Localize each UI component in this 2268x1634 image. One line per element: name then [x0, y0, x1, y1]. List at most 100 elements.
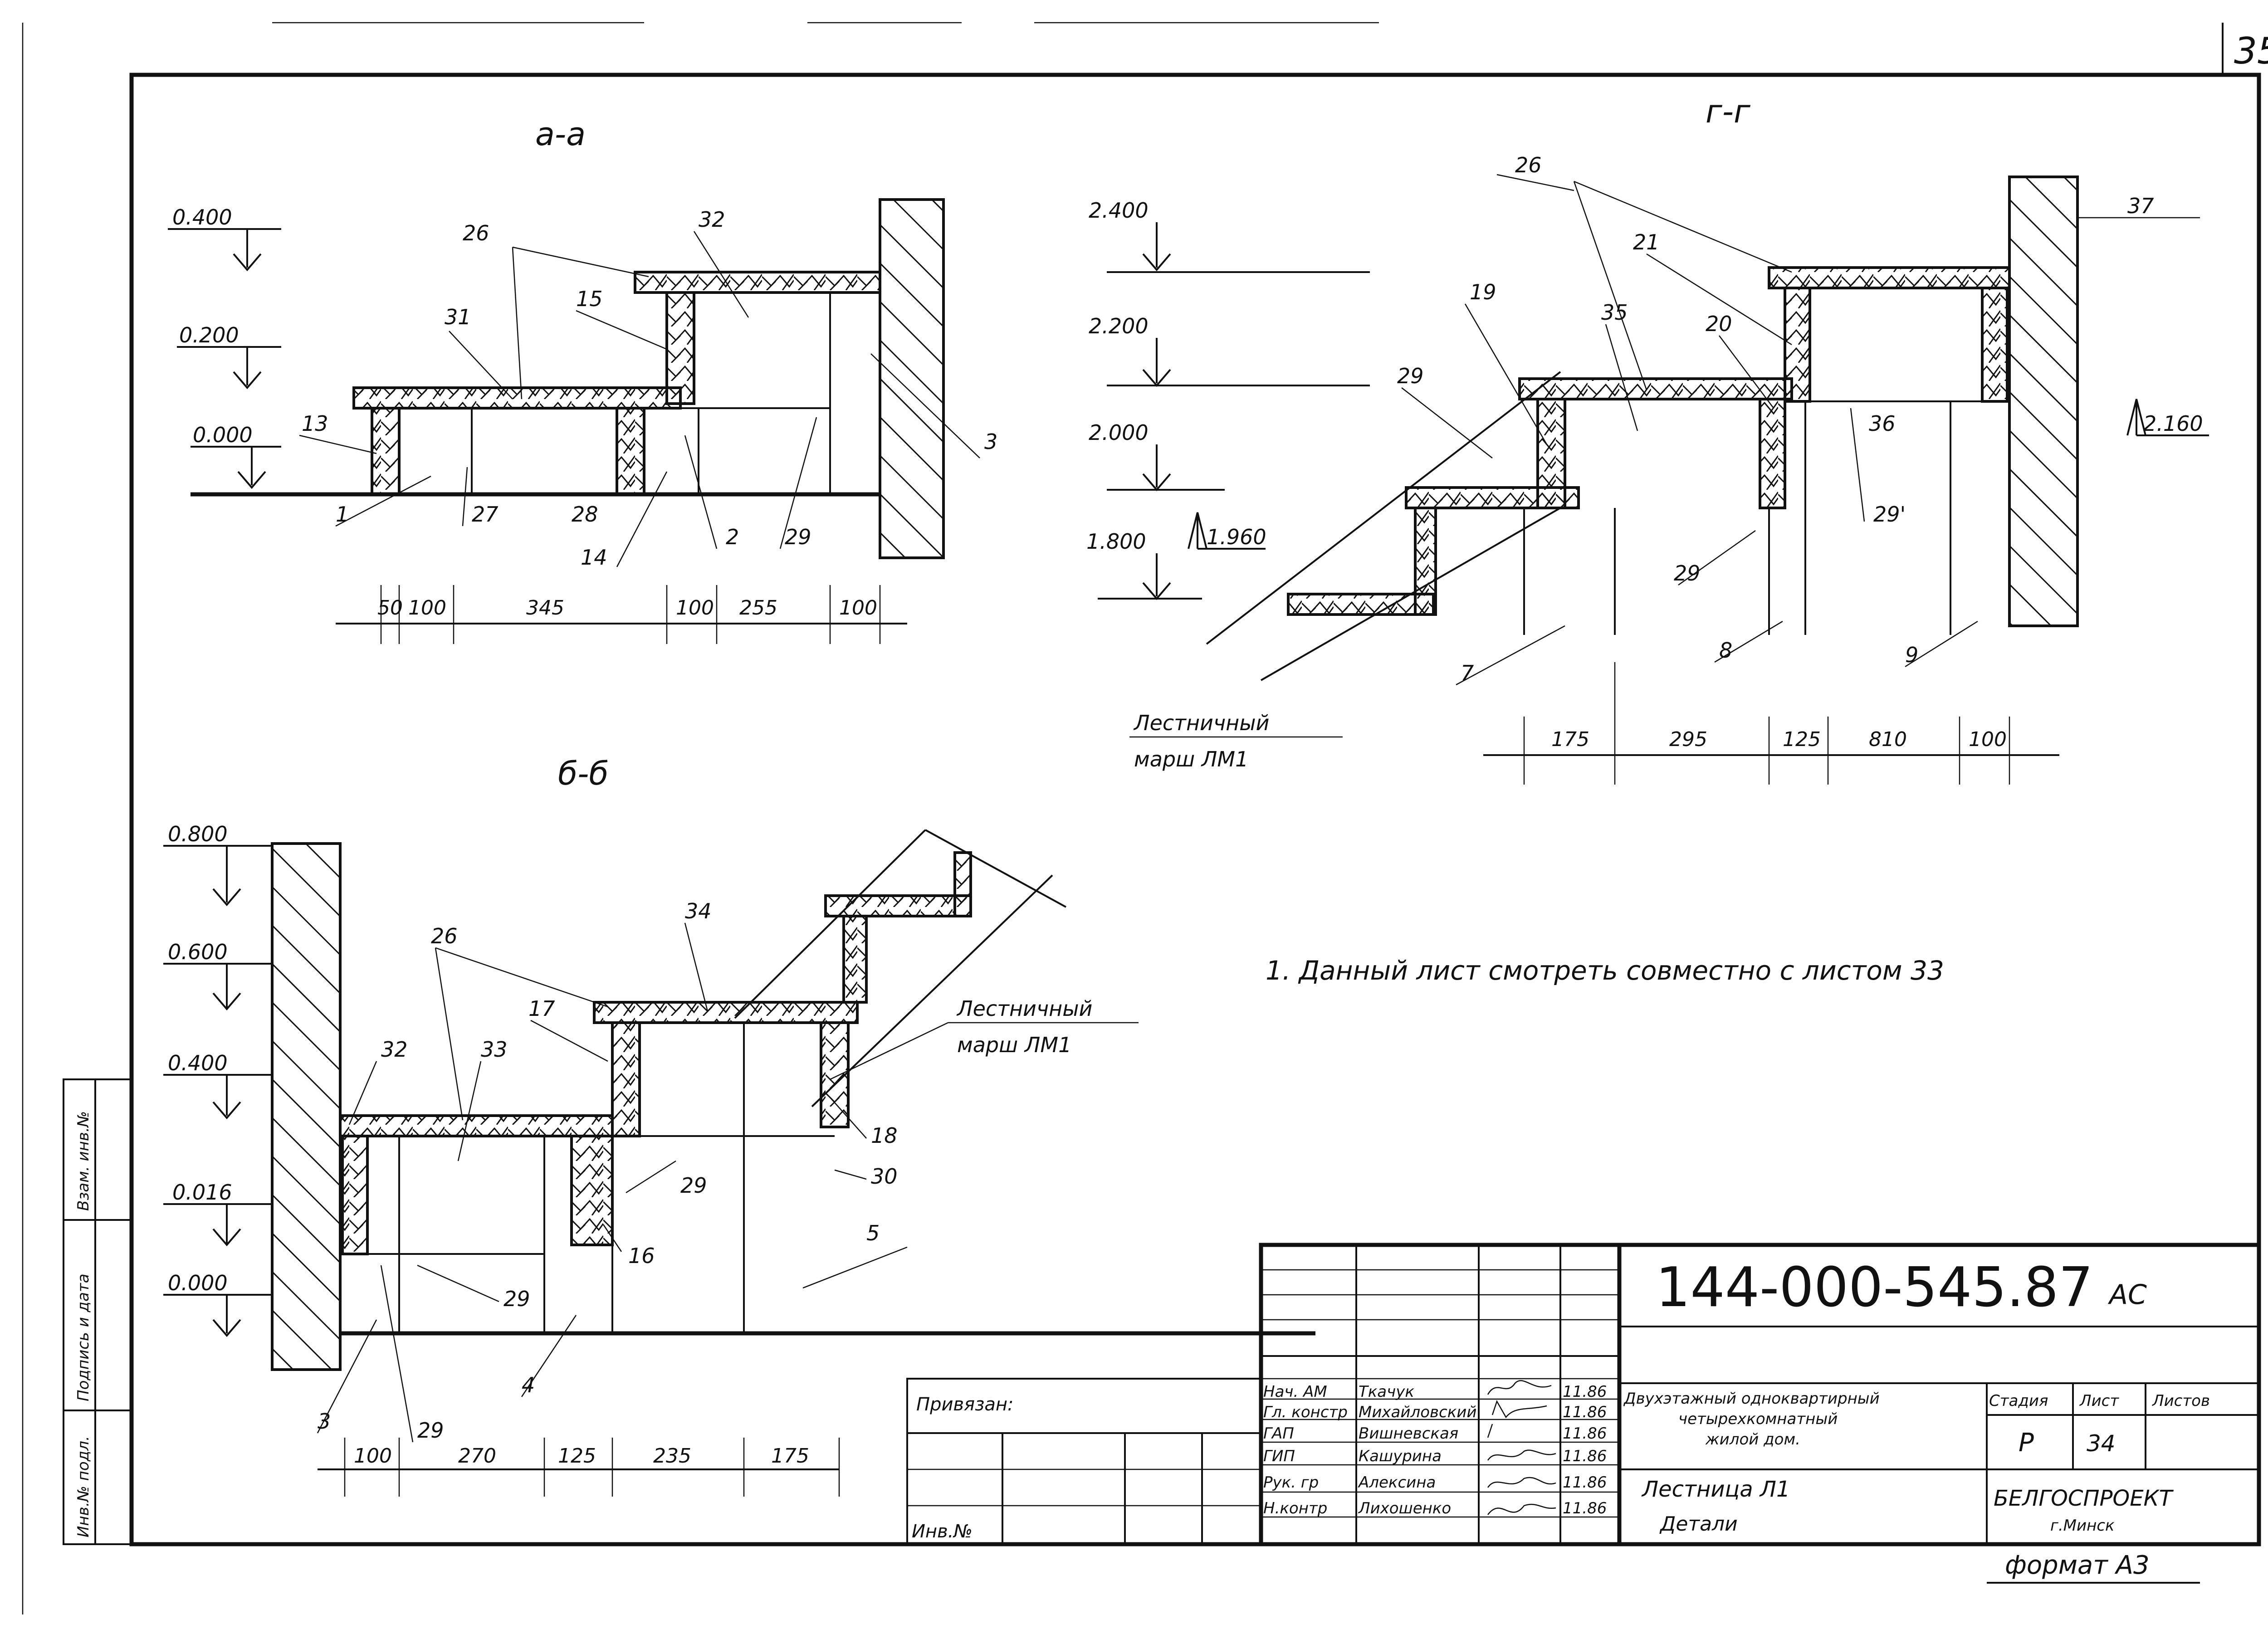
gg-callout-8: 8: [1719, 638, 1732, 663]
tb-project-1: Двухэтажный одноквартирный: [1623, 1390, 1880, 1408]
side-stamp: Инв.№ подл. Подпись и дата Взам. инв.№: [63, 1078, 132, 1545]
gg-top-tread: [1768, 266, 2011, 289]
aa-level-2: 0.200: [179, 323, 239, 347]
bb-callout-34: 34: [685, 899, 712, 923]
tb-signatures: [1487, 1380, 1556, 1515]
aa-dim-4: 100: [676, 596, 714, 619]
tb-name-2: Михайловский: [1359, 1403, 1476, 1421]
tb-date-3: 11.86: [1563, 1424, 1607, 1443]
gg-level-mark-1: 1.960: [1207, 525, 1266, 549]
aa-callout-1: 1: [336, 502, 349, 527]
gg-callout-37: 37: [2127, 194, 2154, 218]
tb-col-stage: Стадия: [1989, 1392, 2048, 1410]
bb-wall: [271, 842, 342, 1371]
aa-callout-31: 31: [445, 305, 471, 329]
aa-upper-tread: [634, 271, 881, 294]
gg-dim-2: 295: [1669, 728, 1707, 751]
bb-level-4: 0.016: [172, 1180, 232, 1205]
tb-role-2: Гл. констр: [1263, 1403, 1348, 1421]
gg-stair-label-2: марш ЛМ1: [1134, 747, 1248, 771]
bb-level-3: 0.400: [168, 1051, 228, 1075]
aa-dim-3: 345: [526, 596, 564, 619]
gg-callouts: 26 21 37 19 35 20 29 36 29' 29 7 8 9: [1397, 153, 2200, 686]
aa-callout-27: 27: [472, 502, 499, 527]
section-gg: г-г 2.400 2.200 2.000 1.800 1.960 2.160: [1086, 93, 2209, 785]
aa-callout-29: 29: [785, 525, 811, 549]
gg-level-1: 2.400: [1089, 198, 1149, 223]
aa-dim-5: 255: [739, 596, 777, 619]
bb-callout-16: 16: [628, 1244, 655, 1268]
bb-stair-label-2: марш ЛМ1: [957, 1033, 1071, 1057]
bb-dim-3: 125: [558, 1444, 596, 1468]
gg-callout-29c: 29: [1674, 561, 1701, 585]
gg-level-marks: 2.400 2.200 2.000 1.800 1.960 2.160: [1086, 198, 2209, 600]
gg-callout-26: 26: [1515, 153, 1542, 177]
bb-callout-29a: 29: [680, 1173, 707, 1198]
gg-dimension-line: 175 295 125 810 100: [1483, 662, 2059, 785]
bb-dim-4: 235: [653, 1444, 691, 1468]
aa-callout-13: 13: [302, 411, 328, 436]
side-label-vzam: Взам. инв.№: [74, 1111, 93, 1211]
gg-callout-35: 35: [1601, 300, 1628, 325]
gg-callout-7: 7: [1461, 661, 1474, 685]
gg-dim-4: 810: [1869, 728, 1907, 751]
tb-org-2: г.Минск: [2050, 1517, 2115, 1535]
tb-col-sheets: Листов: [2151, 1392, 2210, 1410]
bb-callout-4: 4: [522, 1373, 535, 1397]
bb-callout-29b: 29: [503, 1287, 530, 1311]
bb-callout-17: 17: [528, 996, 555, 1021]
tb-drawing-title-2: Детали: [1659, 1512, 1738, 1536]
tb-name-6: Лихошенко: [1358, 1499, 1451, 1517]
gg-top-riser: [1784, 287, 1811, 403]
aa-mid-riser: [616, 407, 645, 496]
bb-upper-riser: [611, 1021, 641, 1137]
gg-callout-36: 36: [1869, 411, 1896, 436]
gg-wall: [2008, 176, 2079, 627]
gg-callout-29a: 29: [1397, 364, 1424, 388]
gg-callout-29b: 29': [1873, 502, 1906, 527]
tb-code-suffix: АС: [2107, 1279, 2147, 1311]
gg-dim-3: 125: [1783, 728, 1821, 751]
tb-role-3: ГАП: [1263, 1424, 1294, 1443]
tb-inv-no: Инв.№: [912, 1521, 973, 1542]
aa-callout-14: 14: [581, 545, 607, 570]
section-aa: а-а 0.400 0.200 0.000 26 32: [168, 116, 997, 644]
bb-level-2: 0.600: [168, 940, 228, 964]
bb-lower-tread: [339, 1114, 614, 1137]
bb-callout-33: 33: [481, 1037, 508, 1062]
gg-callout-21: 21: [1633, 230, 1660, 254]
bb-level-marks: 0.800 0.600 0.400 0.016 0.000: [163, 822, 272, 1337]
aa-upper-riser: [665, 291, 695, 405]
gg-callout-19: 19: [1470, 280, 1496, 304]
tb-org-1: БЕЛГОСПРОЕКТ: [1994, 1486, 2174, 1511]
aa-level-1: 0.400: [172, 205, 232, 229]
tb-date-1: 11.86: [1563, 1383, 1607, 1401]
bb-mid-tread: [593, 1001, 859, 1024]
bb-callout-18: 18: [871, 1123, 898, 1148]
gg-dim-5: 100: [1969, 728, 2007, 751]
gg-mid-back-riser: [1759, 398, 1786, 509]
tb-privyazan: Привязан:: [916, 1394, 1014, 1415]
bb-callout-3: 3: [318, 1409, 331, 1434]
gg-dim-1: 175: [1551, 728, 1589, 751]
tb-col-sheet: Лист: [2079, 1392, 2119, 1410]
tb-role-1: Нач. АМ: [1263, 1383, 1327, 1401]
gg-step-tread: [1287, 593, 1435, 616]
aa-dim-6: 100: [839, 596, 877, 619]
gg-low-riser: [1414, 507, 1437, 616]
bb-dimension-line: 100 270 125 235 175: [318, 1438, 840, 1497]
tb-role-4: ГИП: [1263, 1447, 1295, 1465]
bb-stair-label-1: Лестничный: [956, 996, 1092, 1021]
gg-top-back-riser: [1981, 287, 2009, 403]
aa-dim-1: 50: [377, 596, 403, 619]
aa-level-marks: 0.400 0.200 0.000: [168, 205, 281, 489]
gg-mid-riser: [1536, 398, 1566, 509]
bb-dim-5: 175: [771, 1444, 809, 1468]
bb-callout-30: 30: [871, 1164, 898, 1189]
tb-stage: Р: [2019, 1428, 2034, 1458]
sheet-format: формат А3: [2005, 1551, 2150, 1580]
gg-mid-tread: [1518, 377, 1793, 400]
gg-callout-9: 9: [1905, 643, 1918, 667]
bb-top-edge: [953, 851, 972, 917]
